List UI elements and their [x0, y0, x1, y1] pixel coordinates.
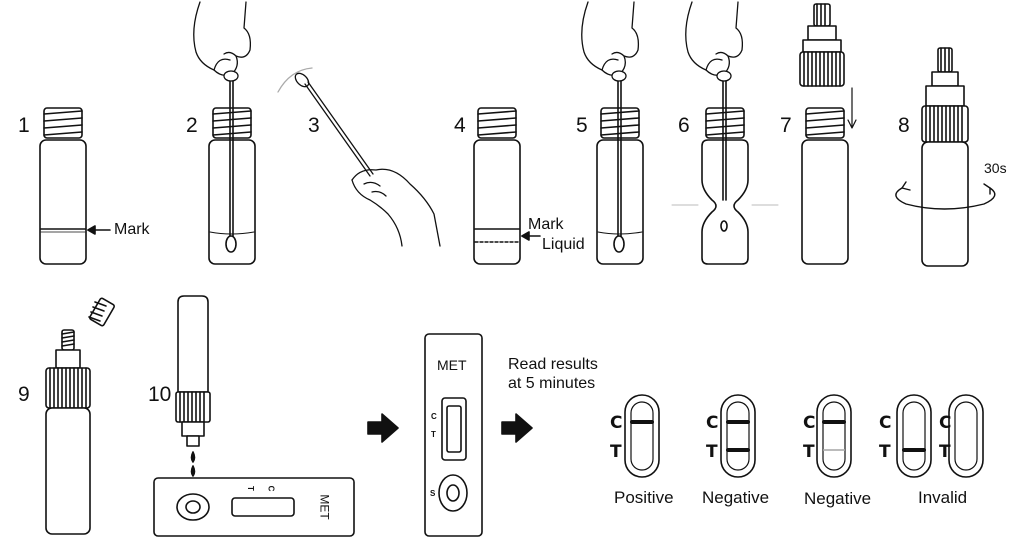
cassette-name: MET: [317, 494, 332, 520]
time-label: 30s: [984, 160, 1007, 176]
cassette-s-label: S: [430, 489, 436, 498]
step2-hand: [193, 1, 252, 82]
result-window: [896, 394, 932, 478]
step6-hand: [685, 1, 744, 82]
step-number: 5: [576, 114, 588, 137]
result-window: [948, 394, 984, 478]
result-c-mark: C: [803, 413, 816, 433]
result-t-mark: T: [610, 442, 622, 462]
step-number: 2: [186, 114, 198, 137]
result-label-negative: Negative: [804, 489, 872, 508]
step2-tube-with-swab: [208, 79, 256, 265]
result-c-mark: C: [610, 413, 623, 433]
arrow-2: [501, 413, 533, 443]
read-results-label: Read results: [508, 356, 598, 373]
step9-tube: [45, 329, 91, 535]
step1-tube: [39, 107, 111, 265]
mark-label: Mark: [528, 216, 564, 233]
cassette-name: MET: [437, 357, 467, 373]
step5-tube-with-swab: [596, 79, 644, 265]
result-label-invalid: Invalid: [918, 488, 968, 507]
step-number: 6: [678, 114, 690, 137]
step-number: 7: [780, 114, 792, 137]
step-number: 3: [308, 114, 320, 137]
liquid-label: Liquid: [542, 236, 585, 253]
step-number: 8: [898, 114, 910, 137]
cassette-t-label: T: [245, 486, 255, 491]
result-t-mark: T: [939, 442, 951, 462]
step7-tube: [801, 87, 857, 265]
step6-squeezed-tube: [671, 79, 779, 265]
results-panel: [624, 394, 984, 478]
read-results-label: at 5 minutes: [508, 375, 596, 392]
cassette-c-label: C: [266, 485, 276, 492]
step9-loose-cap: [88, 297, 115, 327]
result-c-mark: C: [879, 413, 892, 433]
result-label-negative: Negative: [702, 488, 770, 507]
step-number: 1: [18, 114, 30, 137]
cassette-c-label: C: [431, 412, 437, 421]
cassette-t-label: T: [431, 430, 436, 439]
result-window: [720, 394, 756, 478]
result-t-mark: T: [706, 442, 718, 462]
result-window: [816, 394, 852, 478]
result-window: [624, 394, 660, 478]
step10-inverted-tube: [175, 295, 211, 491]
result-label-positive: Positive: [614, 488, 674, 507]
step5-hand: [581, 1, 640, 82]
step-number: 9: [18, 383, 30, 406]
result-t-mark: T: [803, 442, 815, 462]
step7-cap: [799, 3, 845, 87]
step-number: 10: [148, 383, 172, 406]
arrow-1: [367, 413, 399, 443]
step3-swab-hand: [277, 67, 441, 247]
mark-label: Mark: [114, 221, 150, 238]
result-c-mark: C: [939, 413, 952, 433]
step4-tube: [473, 107, 541, 265]
step-number: 4: [454, 114, 466, 137]
cassette-vertical: [424, 333, 483, 537]
step10-cassette-horizontal: [153, 477, 355, 537]
step8-capped-tube: [895, 47, 996, 267]
result-t-mark: T: [879, 442, 891, 462]
result-c-mark: C: [706, 413, 719, 433]
